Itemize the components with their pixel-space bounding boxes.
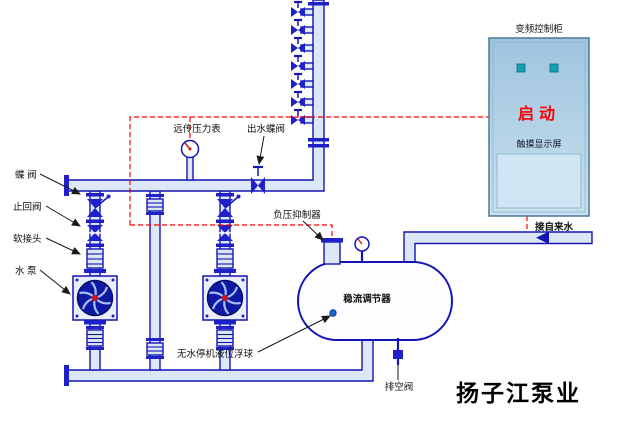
label-negative-pressure-suppressor: 负压抑制器	[273, 209, 321, 221]
bottom-pipe-flange	[64, 365, 69, 386]
label-water-pump: 水 泵	[15, 265, 37, 277]
touch-screen-label: 触摸显示屏	[516, 138, 561, 149]
top-manifold-and-riser-pipe	[65, 0, 325, 192]
branch-valve-icon	[291, 72, 314, 89]
control-cabinet: 启动 触摸显示屏	[488, 37, 590, 217]
indicator-square-icon	[549, 63, 559, 73]
branch-valve-icon	[291, 90, 314, 107]
riser-flange	[308, 138, 329, 142]
label-butterfly-valve: 蝶 阀	[15, 169, 37, 181]
outlet-butterfly-valve-icon	[251, 165, 265, 194]
label-drain-valve: 排空阀	[385, 381, 414, 393]
negative-pressure-suppressor-icon	[321, 238, 343, 265]
branch-valve-icon	[291, 18, 314, 35]
label-remote-pressure-gauge: 远传压力表	[173, 123, 221, 135]
riser-branch-valves	[291, 0, 314, 125]
drain-valve-icon	[393, 338, 403, 380]
label-tap-water-inlet: 接自来水	[535, 221, 574, 233]
flow-direction-arrow-icon	[536, 231, 549, 244]
bypass-pipe	[146, 190, 164, 371]
branch-valve-icon	[291, 0, 314, 17]
tap-water-pipe	[403, 231, 593, 267]
branch-valve-icon	[291, 54, 314, 71]
tank-pressure-gauge-icon	[354, 236, 370, 263]
level-float-ball-icon	[329, 309, 337, 317]
start-button-label: 启动	[518, 104, 560, 123]
pump-column-2	[201, 189, 249, 372]
remote-pressure-gauge-icon	[180, 139, 200, 181]
label-outlet-butterfly-valve: 出水蝶阀	[247, 123, 285, 135]
bottom-manifold-pipe	[65, 329, 374, 382]
flow-regulator-tank	[297, 261, 453, 341]
indicator-square-icon	[516, 63, 526, 73]
cabinet-title: 变频控制柜	[515, 23, 563, 35]
pump-column-1	[71, 189, 119, 372]
touch-screen-panel	[496, 153, 582, 209]
leader-lines	[39, 135, 331, 353]
top-pipe-flange	[64, 175, 69, 196]
control-signal-lines	[129, 116, 528, 239]
riser-flange	[308, 144, 329, 148]
brand-text: 扬子江泵业	[456, 380, 581, 406]
label-flow-regulator: 稳流调节器	[343, 293, 391, 305]
branch-valve-icon	[291, 36, 314, 53]
label-check-valve: 止回阀	[13, 201, 42, 213]
riser-top-flange	[308, 2, 329, 6]
label-flexible-joint: 软接头	[13, 233, 42, 245]
label-low-level-float: 无水停机液位浮球	[177, 348, 254, 360]
